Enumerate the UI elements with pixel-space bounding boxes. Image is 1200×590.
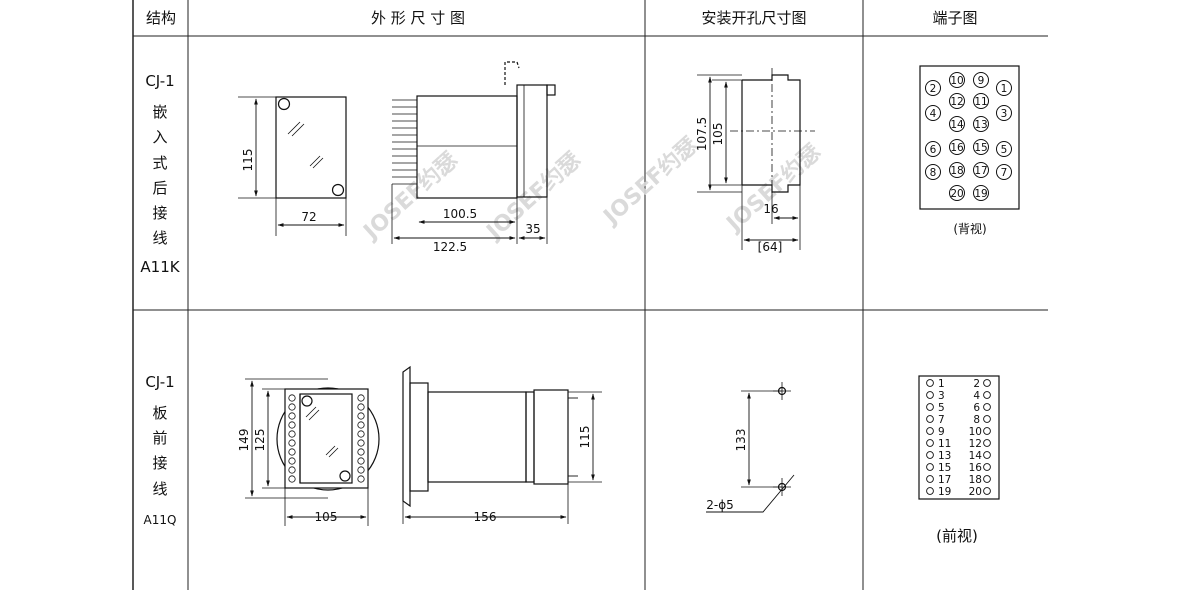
dim-row1-cut-depth: 16 — [763, 202, 778, 216]
dim-row2-side-height: 115 — [578, 426, 592, 449]
dim-row1-side-rear: 35 — [525, 222, 540, 236]
terminal-number: 15 — [974, 142, 987, 154]
terminal-number: 8 — [930, 167, 937, 179]
terminal-number: 2 — [930, 83, 937, 95]
terminal-number: 3 — [938, 390, 945, 402]
row2-terminal-block: 1 2 3 4 5 6 7 8 9 10 11 12 13 14 15 16 1… — [918, 375, 1000, 500]
terminal-number: 16 — [950, 142, 964, 154]
terminal-number: 9 — [978, 75, 985, 87]
row2-label-line: 前 — [152, 429, 167, 447]
watermark-text: JOSEF约瑟 — [357, 147, 463, 246]
row1-label-line: 接 — [152, 204, 167, 222]
row1-side-view — [391, 61, 556, 244]
dim-row1-front-width: 72 — [301, 210, 316, 224]
dim-row1-cut-total: [64] — [758, 240, 783, 254]
terminal-number: 9 — [938, 426, 945, 438]
dim-row2-hole-spacing: 133 — [734, 429, 748, 452]
row1-label-line: A11K — [140, 258, 180, 276]
terminal-number: 1 — [938, 378, 945, 390]
row1-label-line: 后 — [152, 179, 167, 197]
dim-row1-side-body: 100.5 — [443, 207, 477, 221]
row2-front-view — [245, 378, 380, 526]
terminal-number: 19 — [974, 188, 987, 200]
dim-row2-holes: 2-ϕ5 — [706, 498, 734, 512]
row2-label-line: 接 — [152, 454, 167, 472]
row2-label-line: A11Q — [144, 513, 177, 527]
row2-label: CJ-1 板 前 接 线 A11Q — [144, 373, 177, 527]
terminal-number: 5 — [938, 402, 945, 414]
terminal-number: 3 — [1001, 108, 1008, 120]
terminal-number: 13 — [938, 450, 951, 462]
terminal-number: 11 — [974, 96, 987, 108]
terminal-number: 17 — [938, 474, 951, 486]
header-structure: 结构 — [146, 9, 176, 27]
terminal-number: 13 — [974, 119, 987, 131]
dim-row1-cut-outer: 107.5 — [695, 117, 709, 151]
row1-terminal-block: 10 9 2 1 12 11 4 3 14 13 6 16 15 5 8 18 … — [919, 65, 1020, 210]
table-grid — [132, 0, 1048, 590]
terminal-number: 7 — [1001, 167, 1008, 179]
terminal-number: 5 — [1001, 144, 1008, 156]
terminal-number: 12 — [969, 438, 982, 450]
terminal-number: 4 — [930, 108, 937, 120]
terminal-number: 18 — [950, 165, 963, 177]
dim-row1-cut-inner: 105 — [711, 123, 725, 146]
row2-view-label: (前视) — [936, 527, 978, 545]
dim-row1-side-total: 122.5 — [433, 240, 467, 254]
terminal-number: 10 — [950, 75, 963, 87]
dim-row2-front-outer-height: 149 — [237, 429, 251, 452]
row1-label-line: 式 — [152, 154, 167, 172]
row2-label-line: 线 — [152, 480, 167, 498]
header-outline: 外 形 尺 寸 图 — [371, 9, 465, 27]
dim-row2-front-width: 105 — [315, 510, 338, 524]
terminal-number: 6 — [930, 144, 937, 156]
dim-row1-front-height: 115 — [241, 149, 255, 172]
dim-row2-side-length: 156 — [474, 510, 497, 524]
terminal-number: 11 — [938, 438, 951, 450]
row2-hole-view — [706, 382, 795, 513]
terminal-number: 6 — [973, 402, 980, 414]
terminal-number: 19 — [938, 486, 951, 498]
terminal-number: 14 — [950, 119, 964, 131]
row2-side-view — [402, 365, 602, 524]
terminal-number: 20 — [950, 188, 963, 200]
terminal-number: 17 — [974, 165, 987, 177]
row2-label-line: CJ-1 — [145, 373, 174, 391]
watermark: JOSEF约瑟 JOSEF约瑟 JOSEF约瑟 JOSEF约瑟 — [357, 132, 826, 246]
terminal-number: 7 — [938, 414, 945, 426]
terminal-number: 8 — [973, 414, 980, 426]
watermark-text: JOSEF约瑟 — [597, 132, 703, 231]
dim-row2-front-inner-height: 125 — [253, 429, 267, 452]
terminal-number: 16 — [969, 462, 983, 474]
row1-front-view — [238, 96, 347, 236]
row1-label: CJ-1 嵌 入 式 后 接 线 A11K — [140, 72, 180, 276]
terminal-number: 15 — [938, 462, 951, 474]
terminal-number: 4 — [973, 390, 980, 402]
row1-label-line: 线 — [152, 229, 167, 247]
header-terminals: 端子图 — [932, 9, 977, 27]
header-cutout: 安装开孔尺寸图 — [701, 9, 806, 27]
row1-label-line: 嵌 — [152, 103, 167, 121]
row1-label-line: 入 — [152, 128, 167, 146]
row1-label-line: CJ-1 — [145, 72, 174, 90]
terminal-number: 20 — [969, 486, 982, 498]
terminal-number: 2 — [973, 378, 980, 390]
row1-view-label: (背视) — [953, 221, 986, 236]
row1-cutout-view — [697, 68, 815, 250]
terminal-number: 14 — [969, 450, 983, 462]
row2-label-line: 板 — [152, 404, 167, 422]
watermark-text: JOSEF约瑟 — [720, 139, 826, 238]
terminal-number: 10 — [969, 426, 982, 438]
terminal-number: 1 — [1001, 83, 1008, 95]
terminal-number: 18 — [969, 474, 982, 486]
terminal-number: 12 — [950, 96, 963, 108]
